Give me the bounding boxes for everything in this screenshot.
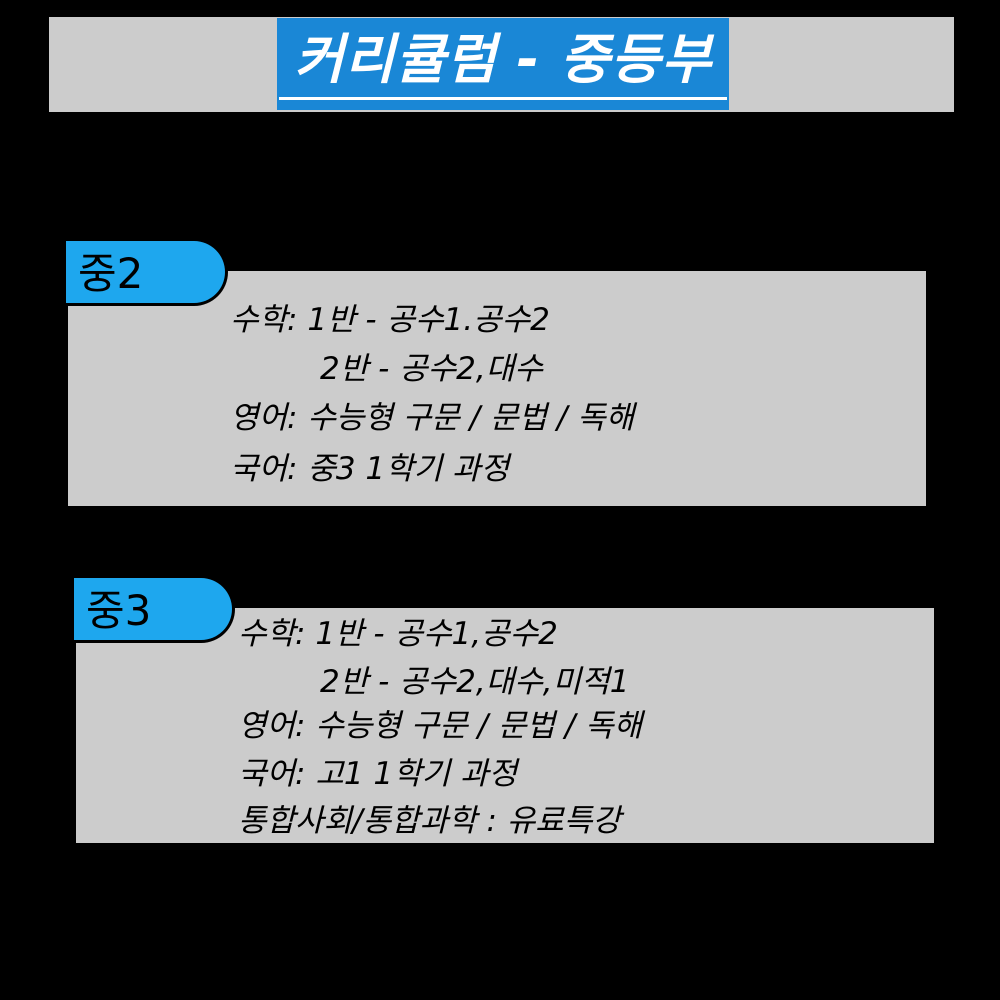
section-panel-middle-2 [68,271,926,506]
section-tab-label: 중2 [78,249,144,298]
curriculum-line-korean: 국어: 고1 1학기 과정 [238,756,518,792]
curriculum-line-english: 영어: 수능형 구문 / 문법 / 독해 [238,708,643,744]
curriculum-line-integrated-special: 통합사회/통합과학 : 유료특강 [238,803,621,839]
curriculum-line-english: 영어: 수능형 구문 / 문법 / 독해 [230,400,635,436]
curriculum-line-math-class2: 2반 - 공수2,대수,미적1 [320,664,630,700]
curriculum-line-korean: 국어: 중3 1학기 과정 [230,451,510,487]
title-underline [279,97,727,100]
curriculum-line-math-class1: 수학: 1반 - 공수1,공수2 [238,616,558,652]
title-bar: 커리큘럼 - 중등부 [49,17,954,112]
title-box: 커리큘럼 - 중등부 [277,18,729,110]
section-tab-middle-2: 중2 [66,238,228,306]
section-panel-middle-3 [76,608,934,843]
curriculum-line-math-class1: 수학: 1반 - 공수1.공수2 [230,302,550,338]
section-tab-middle-3: 중3 [74,575,235,643]
page-title: 커리큘럼 - 중등부 [294,28,712,91]
section-tab-label: 중3 [86,586,152,635]
curriculum-line-math-class2: 2반 - 공수2,대수 [320,351,543,387]
